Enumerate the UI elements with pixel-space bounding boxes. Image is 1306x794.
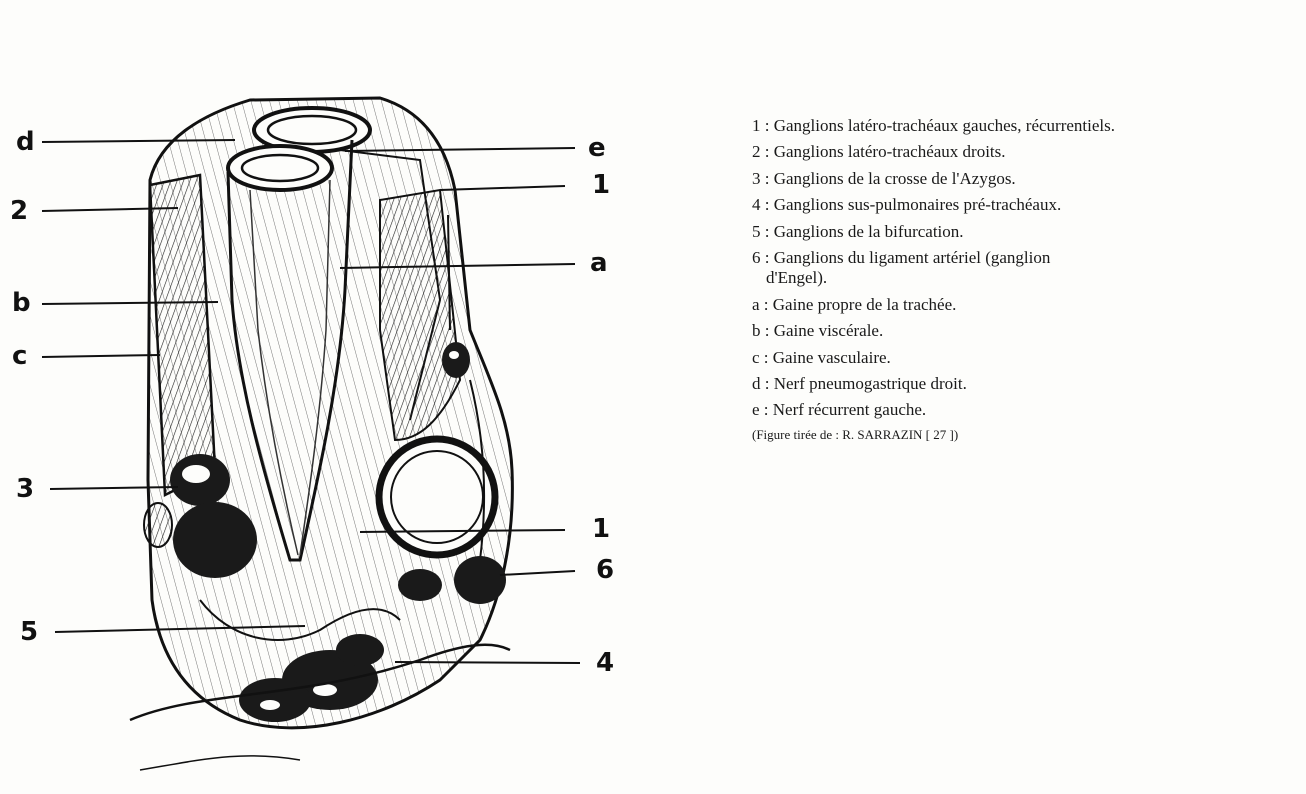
label-1-top: 1 (592, 172, 610, 198)
figure-credit: (Figure tirée de : R. SARRAZIN [ 27 ]) (752, 427, 1292, 443)
label-a: a (590, 250, 608, 276)
label-4: 4 (596, 650, 614, 676)
label-c: c (12, 343, 27, 369)
ligament-node (454, 556, 506, 604)
legend: 1 : Ganglions latéro-trachéaux gauches, … (752, 116, 1292, 443)
legend-item: a : Gaine propre de la trachée. (752, 295, 1292, 315)
legend-item: b : Gaine viscérale. (752, 321, 1292, 341)
label-5: 5 (20, 619, 38, 645)
label-6: 6 (596, 557, 614, 583)
label-2: 2 (10, 198, 28, 224)
label-1-bottom: 1 (592, 516, 610, 542)
label-d: d (16, 129, 35, 155)
legend-item: 4 : Ganglions sus-pulmonaires pré-traché… (752, 195, 1292, 215)
legend-item: e : Nerf récurrent gauche. (752, 400, 1292, 420)
legend-item: d : Nerf pneumogastrique droit. (752, 374, 1292, 394)
legend-item: 3 : Ganglions de la crosse de l'Azygos. (752, 169, 1292, 189)
label-e: e (588, 135, 606, 161)
aortic-ring (379, 439, 495, 555)
legend-item: 2 : Ganglions latéro-trachéaux droits. (752, 142, 1292, 162)
label-3: 3 (16, 476, 34, 502)
legend-continuation: d'Engel). (752, 268, 1292, 288)
legend-item: 1 : Ganglions latéro-trachéaux gauches, … (752, 116, 1292, 136)
legend-item: 5 : Ganglions de la bifurcation. (752, 222, 1292, 242)
legend-item: 6 : Ganglions du ligament artériel (gang… (752, 248, 1292, 289)
label-b: b (12, 290, 31, 316)
legend-item: c : Gaine vasculaire. (752, 348, 1292, 368)
